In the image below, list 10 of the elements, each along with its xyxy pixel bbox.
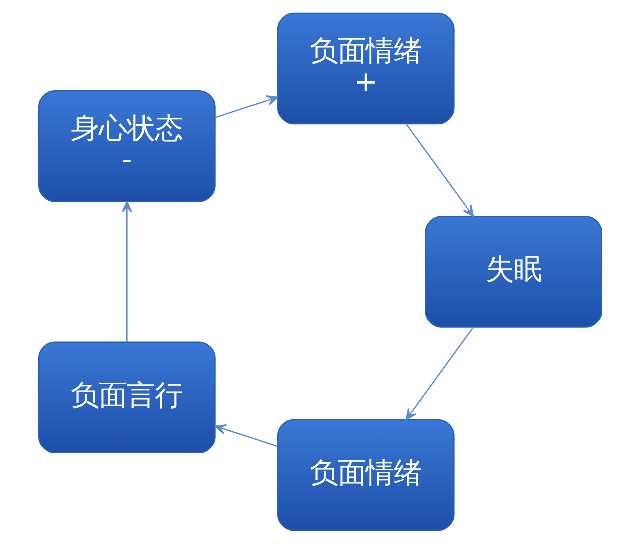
node-box: 负面情绪 (276, 419, 454, 532)
arrow (214, 96, 278, 118)
arrow (405, 327, 474, 420)
arrow (405, 124, 474, 218)
node-box: 失眠 (424, 216, 602, 328)
node-box: 负面言行 (38, 342, 216, 454)
node-box: 负面情绪 + (276, 12, 454, 125)
node-box: 身心状态 - (38, 90, 216, 202)
arrow (121, 201, 132, 342)
arrow (214, 424, 278, 448)
